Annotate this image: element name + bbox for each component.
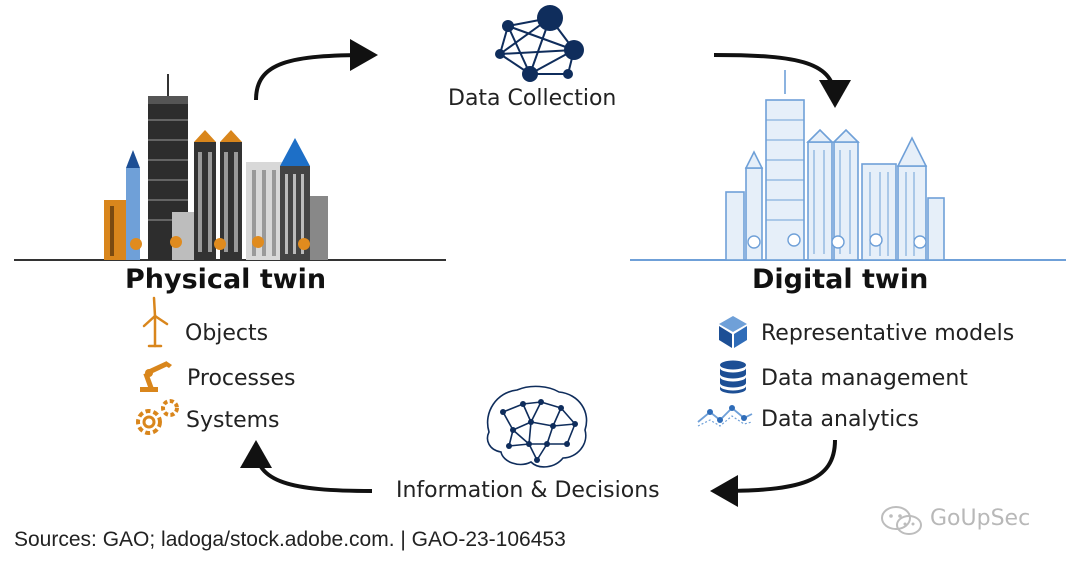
digital-twin-title: Digital twin xyxy=(752,264,929,295)
sources-footer: Sources: GAO; ladoga/stock.adobe.com. | … xyxy=(14,528,566,551)
robot-arm-icon xyxy=(140,361,172,392)
line-chart-icon xyxy=(697,405,753,427)
objects-label: Objects xyxy=(185,321,269,346)
wechat-logo-icon xyxy=(881,506,922,535)
data-analytics-label: Data analytics xyxy=(761,407,919,432)
information-decisions-label: Information & Decisions xyxy=(396,478,660,503)
digital-city-illustration xyxy=(630,70,1066,261)
network-icon xyxy=(495,5,584,82)
database-icon xyxy=(720,360,746,394)
wind-turbine-icon xyxy=(142,296,169,348)
arrow-physical-to-collection xyxy=(254,39,378,101)
processes-label: Processes xyxy=(187,366,296,391)
physical-city-illustration xyxy=(14,74,446,261)
data-collection-label: Data Collection xyxy=(448,86,617,111)
data-management-label: Data management xyxy=(761,366,968,391)
representative-models-label: Representative models xyxy=(761,321,1015,346)
watermark-text: GoUpSec xyxy=(930,506,1031,531)
gears-icon xyxy=(136,399,179,435)
arrow-digital-to-decisions xyxy=(710,439,837,507)
cube-icon xyxy=(719,316,747,348)
systems-label: Systems xyxy=(186,408,280,433)
physical-twin-title: Physical twin xyxy=(125,264,327,295)
brain-network-icon xyxy=(486,385,588,468)
arrow-collection-to-digital xyxy=(713,53,851,108)
arrow-decisions-to-physical xyxy=(240,440,373,493)
